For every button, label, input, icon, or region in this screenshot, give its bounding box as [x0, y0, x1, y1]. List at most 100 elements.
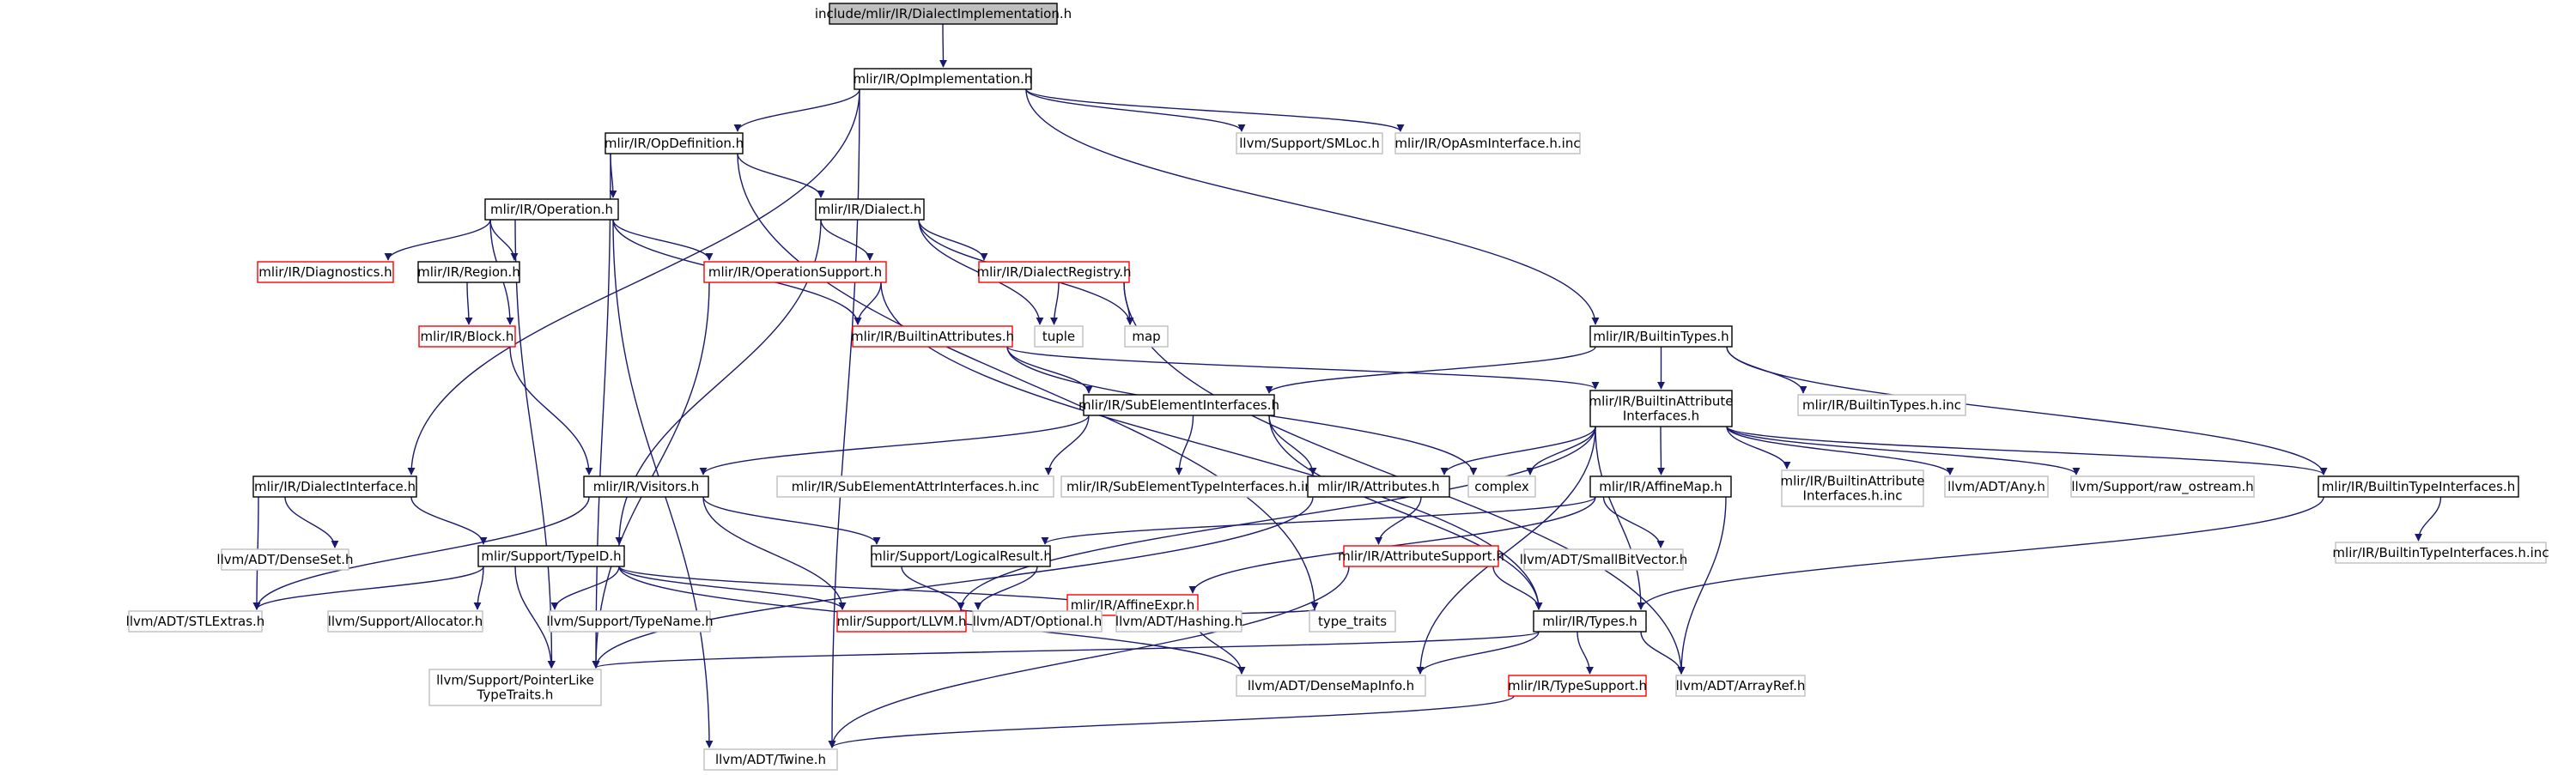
edge-dialif-to-denseset	[284, 496, 339, 548]
edge-visitors-to-logres	[702, 496, 881, 545]
node-block[interactable]: mlir/IR/Block.h	[418, 325, 516, 348]
node-label: mlir/IR/Operation.h	[490, 202, 613, 217]
node-hashing: llvm/ADT/Hashing.h	[1115, 610, 1242, 633]
node-label: Interfaces.h.inc	[1803, 488, 1903, 504]
node-label: tuple	[1042, 329, 1075, 344]
node-diagnostics[interactable]: mlir/IR/Diagnostics.h	[257, 261, 394, 283]
edge-operation-to-diagnostics	[384, 219, 491, 261]
node-label: mlir/IR/Region.h	[417, 264, 520, 280]
node-llvmh[interactable]: mlir/Support/LLVM.h	[836, 610, 967, 633]
edge-baif-to-types	[1595, 426, 1645, 610]
node-typesupport[interactable]: mlir/IR/TypeSupport.h	[1508, 675, 1647, 697]
node-subelem[interactable]: mlir/IR/SubElementInterfaces.h	[1078, 394, 1279, 416]
node-box	[1508, 675, 1647, 697]
node-opasm: mlir/IR/OpAsmInterface.h.inc	[1394, 132, 1581, 154]
node-map: map	[1124, 325, 1169, 348]
edge-visitors-to-stlextras	[252, 496, 590, 610]
node-dialect[interactable]: mlir/IR/Dialect.h	[815, 198, 925, 221]
edge-opdef-to-typetraits	[737, 153, 1319, 610]
node-btifinc: mlir/IR/BuiltinTypeInterfaces.h.inc	[2332, 542, 2549, 564]
edge-opimpl-to-opasm	[1025, 88, 1405, 132]
node-box	[1533, 610, 1647, 633]
edge-builtintypes-to-btif	[1726, 346, 2328, 475]
node-box	[1115, 610, 1242, 633]
edge-builtintypes-to-btinc	[1726, 346, 1807, 394]
node-box	[1589, 390, 1733, 427]
node-label: mlir/IR/BuiltinAttributes.h	[851, 329, 1014, 344]
node-label: mlir/IR/TypeSupport.h	[1508, 678, 1647, 693]
edge-typeid-to-llvmh	[618, 566, 847, 610]
node-label: mlir/IR/AffineExpr.h	[1071, 597, 1195, 613]
node-label: llvm/ADT/STLExtras.h	[126, 614, 265, 629]
edge-builtintypes-to-subelem	[1265, 346, 1596, 394]
edge-btif-to-btifinc	[2415, 496, 2442, 542]
node-allocator: llvm/Support/Allocator.h	[327, 610, 483, 633]
node-typetraits: type_traits	[1309, 610, 1396, 633]
node-region[interactable]: mlir/IR/Region.h	[417, 261, 520, 283]
node-box	[829, 3, 1058, 25]
node-box	[257, 261, 394, 283]
node-box	[1797, 394, 1966, 416]
node-label: llvm/ADT/DenseSet.h	[216, 552, 353, 567]
node-label: llvm/ADT/ArrayRef.h	[1676, 678, 1806, 693]
edge-affinemap-to-affexpr	[1188, 496, 1596, 594]
edge-opimpl-to-dialif	[407, 88, 860, 475]
node-smloc: llvm/Support/SMLoc.h	[1236, 132, 1383, 154]
node-box	[428, 669, 602, 706]
edge-typeid-to-ptrlike	[514, 566, 556, 669]
node-opsupport[interactable]: mlir/IR/OperationSupport.h	[703, 261, 887, 283]
edge-affinemap-to-logres	[1041, 496, 1596, 545]
node-label: llvm/Support/raw_ostream.h	[2071, 479, 2253, 495]
node-any: llvm/ADT/Any.h	[1944, 475, 2049, 498]
node-dialif[interactable]: mlir/IR/DialectInterface.h	[252, 475, 417, 498]
edge-affinemap-to-arrayref	[1677, 496, 1727, 675]
node-box	[972, 610, 1103, 633]
edge-operation-to-ptrlike	[514, 219, 556, 669]
node-box	[549, 610, 711, 633]
node-dialreg[interactable]: mlir/IR/DialectRegistry.h	[976, 261, 1132, 283]
edge-subelem-to-seaif	[1044, 415, 1090, 475]
node-label: mlir/IR/BuiltinAttribute	[1781, 474, 1925, 489]
node-box	[852, 325, 1013, 348]
node-box	[1523, 548, 1684, 571]
node-label: mlir/Support/LLVM.h	[836, 614, 966, 629]
node-complex: complex	[1467, 475, 1536, 498]
node-opimpl[interactable]: mlir/IR/OpImplementation.h	[854, 68, 1033, 90]
node-label: llvm/ADT/Twine.h	[715, 752, 826, 767]
node-opdef[interactable]: mlir/IR/OpDefinition.h	[605, 132, 744, 154]
node-typeid[interactable]: mlir/Support/TypeID.h	[477, 545, 625, 567]
node-attrsupport[interactable]: mlir/IR/AttributeSupport.h	[1338, 545, 1504, 567]
node-box	[1307, 475, 1450, 498]
node-label: llvm/Support/SMLoc.h	[1239, 136, 1379, 151]
node-builtintypes[interactable]: mlir/IR/BuiltinTypes.h	[1589, 325, 1733, 348]
node-types[interactable]: mlir/IR/Types.h	[1533, 610, 1647, 633]
node-attributes[interactable]: mlir/IR/Attributes.h	[1307, 475, 1450, 498]
edge-operation-to-opsupport	[612, 219, 714, 261]
node-box	[1083, 394, 1275, 416]
node-label: complex	[1474, 479, 1529, 494]
node-logres[interactable]: mlir/Support/LogicalResult.h	[870, 545, 1052, 567]
node-label: llvm/ADT/Optional.h	[973, 614, 1103, 629]
node-box	[836, 610, 967, 633]
node-box	[854, 68, 1032, 90]
edge-opimpl-to-smloc	[1025, 88, 1246, 132]
dependency-nodes: include/mlir/IR/DialectImplementation.hm…	[126, 3, 2549, 771]
node-box	[1394, 132, 1581, 154]
node-operation[interactable]: mlir/IR/Operation.h	[484, 198, 619, 221]
node-builtinattrs[interactable]: mlir/IR/BuiltinAttributes.h	[851, 325, 1014, 348]
node-btif[interactable]: mlir/IR/BuiltinTypeInterfaces.h	[2318, 475, 2519, 498]
node-visitors[interactable]: mlir/IR/Visitors.h	[583, 475, 709, 498]
edge-affinemap-to-sbv	[1602, 496, 1665, 548]
node-label: mlir/IR/DialectRegistry.h	[976, 264, 1131, 280]
edge-typeid-to-stlextras	[252, 566, 484, 610]
edge-logres-to-llvmh	[901, 566, 965, 610]
node-label: mlir/IR/Block.h	[421, 329, 514, 344]
edge-opimpl-to-opdef	[733, 88, 860, 132]
node-box	[2070, 475, 2255, 498]
node-stlextras: llvm/ADT/STLExtras.h	[126, 610, 265, 633]
node-box	[484, 198, 619, 221]
node-label: TypeTraits.h	[477, 687, 554, 703]
node-label: mlir/IR/Types.h	[1542, 614, 1637, 629]
node-affinemap[interactable]: mlir/IR/AffineMap.h	[1589, 475, 1732, 498]
